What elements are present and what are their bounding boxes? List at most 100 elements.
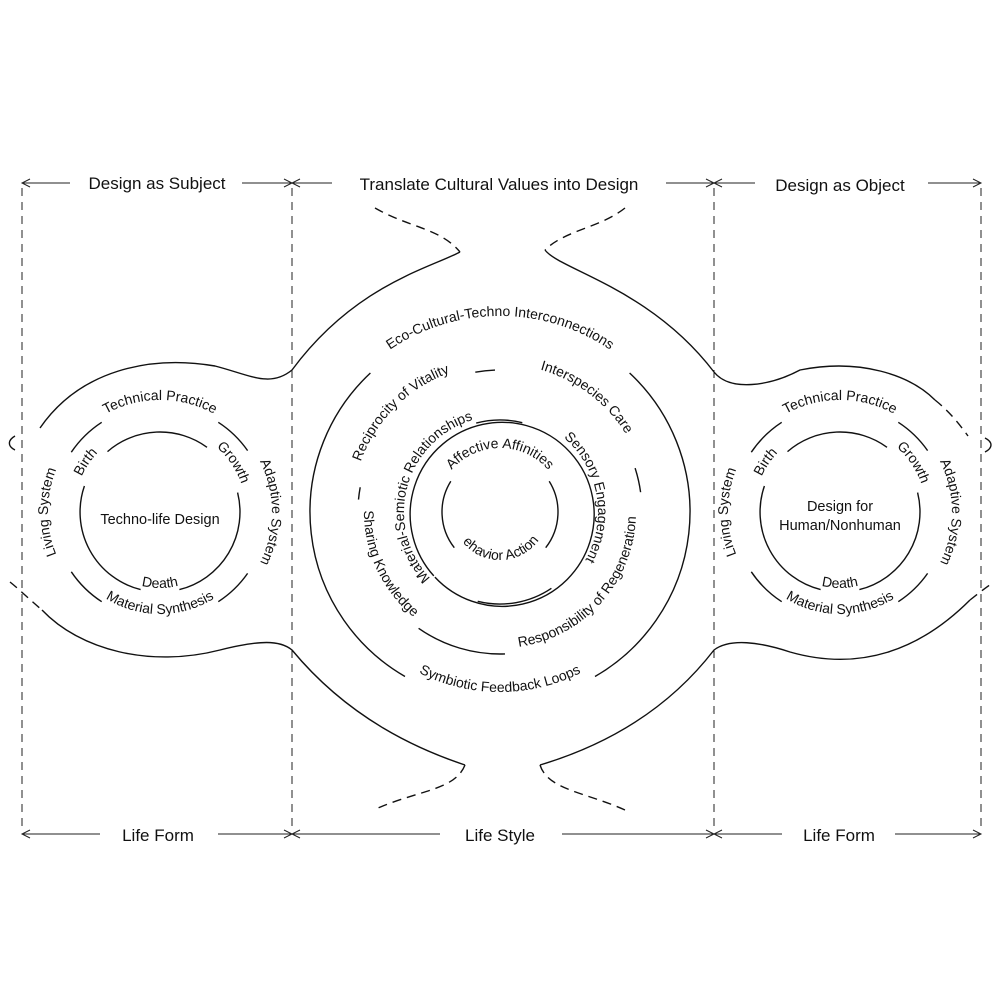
right-technical-practice-label-text: Technical Practice [780,387,900,417]
arrowhead [20,829,31,839]
left-outer-ring-arc [70,421,103,453]
left-technical-practice-label-text: Technical Practice [100,387,220,417]
column-guides [21,188,982,832]
arrowhead [712,829,723,839]
footer-middle-label: Life Style [465,826,535,845]
right-living-system-label-text: Living System [715,465,739,559]
middle-interspecies-care-label-text: Interspecies Care [539,357,637,436]
left-death-label: Death [141,573,179,591]
middle-sensory-engagement-label: Sensory Engagement [562,428,611,566]
left-growth-label-text: Growth [214,438,253,486]
left-living-system-label-text: Living System [35,465,59,559]
header-right-label: Design as Object [775,176,905,195]
left-adaptive-system-label-text: Adaptive System [257,456,285,568]
middle-affective-affinities-label: Affective Affinities [442,435,557,472]
middle-affective-affinities-label-text: Affective Affinities [442,435,557,472]
left-birth-label-text: Birth [70,444,100,478]
left-death-label-text: Death [141,573,179,591]
middle-reciprocity-label: Reciprocity of Vitality [349,361,451,463]
left-material-synthesis-label-text: Material Synthesis [104,587,216,617]
middle-material-semiotic-label: Material-Semiotic Relationships [391,408,474,587]
right-material-synthesis-label-text: Material Synthesis [784,587,896,617]
footer-left-label: Life Form [122,826,194,845]
right-living-system-label: Living System [715,465,739,559]
top-dimension-arrows [20,178,983,188]
middle-reciprocity-label-text: Reciprocity of Vitality [349,361,451,463]
middle-eco-cultural-label-text: Eco-Cultural-Techno Interconnections [383,303,617,352]
arrowhead [20,178,31,188]
envelope-right-tip [984,437,992,453]
envelope-bottom-right-dash [969,581,995,601]
arrowhead [972,178,983,188]
middle-material-semiotic-label-text: Material-Semiotic Relationships [391,408,474,587]
right-death-label-text: Death [821,573,859,591]
middle-symbiotic-label-text: Symbiotic Feedback Loops [417,661,582,695]
right-growth-label: Growth [894,438,933,486]
left-outer-ring-arc [217,572,249,603]
middle-interspecies-care-label: Interspecies Care [539,357,637,436]
middle-symbiotic-label: Symbiotic Feedback Loops [417,661,582,695]
left-growth-label: Growth [214,438,253,486]
middle-third-ring-arc [409,421,595,607]
middle-sensory-engagement-label-text: Sensory Engagement [562,428,611,566]
left-living-system-label: Living System [35,465,59,559]
left-technical-practice-label: Technical Practice [100,387,220,417]
left-inner-ring-arc [79,485,141,591]
right-inner-ring-arc [787,431,888,453]
middle-second-ring-arc [357,487,361,500]
right-death-label: Death [821,573,859,591]
middle-core-ring-arc [441,480,455,549]
right-adaptive-system-label: Adaptive System [937,456,965,568]
right-center-line-2: Human/Nonhuman [779,518,901,534]
middle-third-ring-arc [476,419,523,424]
right-inner-ring-arc [759,485,821,591]
middle-outer-ring-arc [309,372,406,678]
right-birth-label-text: Birth [750,444,780,478]
bottom-dimension-arrows [20,829,983,839]
left-adaptive-system-label: Adaptive System [257,456,285,568]
left-outer-ring-arc [217,421,249,452]
middle-second-ring-arc [634,467,642,493]
middle-responsibility-label: Responsibility of Regeneration [516,516,639,650]
middle-second-ring-arc [475,369,496,373]
envelope-bottom-left-solid [41,609,466,766]
left-inner-ring-arc [179,492,241,591]
left-outer-ring-arc [70,571,103,603]
right-technical-practice-label: Technical Practice [780,387,900,417]
envelope-top-right-end-dash [934,399,969,437]
middle-second-ring-arc [418,627,506,655]
envelope-top-right-dash [544,207,626,251]
arrowhead [290,829,301,839]
right-birth-label: Birth [750,444,780,478]
right-growth-label-text: Growth [894,438,933,486]
left-birth-label: Birth [70,444,100,478]
envelope-top-left [39,251,461,429]
right-outer-ring-arc [897,421,929,452]
right-center-line-1: Design for [807,499,873,515]
envelope-bottom-left [9,581,43,611]
right-inner-ring-arc [859,492,921,591]
right-outer-ring-arc [750,421,783,453]
footer-right-label: Life Form [803,826,875,845]
envelope-bottom-right-solid [539,599,971,766]
right-outer-ring-arc [750,571,783,603]
arrowhead [972,829,983,839]
envelope-top-right [544,249,936,401]
left-material-synthesis-label: Material Synthesis [104,587,216,617]
arrowhead [712,178,723,188]
right-adaptive-system-label-text: Adaptive System [937,456,965,568]
left-center-label: Techno-life Design [100,512,219,528]
middle-responsibility-label-text: Responsibility of Regeneration [516,516,639,650]
middle-third-ring-arc [477,587,552,605]
left-inner-ring-arc [107,431,208,453]
header-middle-label: Translate Cultural Values into Design [360,175,639,194]
middle-eco-cultural-label: Eco-Cultural-Techno Interconnections [383,303,617,352]
middle-core-ring-arc [545,480,559,549]
envelope-curves [8,207,995,811]
middle-outer-ring-arc [594,372,691,678]
envelope-bottom-right-lower-dash [539,764,626,811]
right-material-synthesis-label: Material Synthesis [784,587,896,617]
